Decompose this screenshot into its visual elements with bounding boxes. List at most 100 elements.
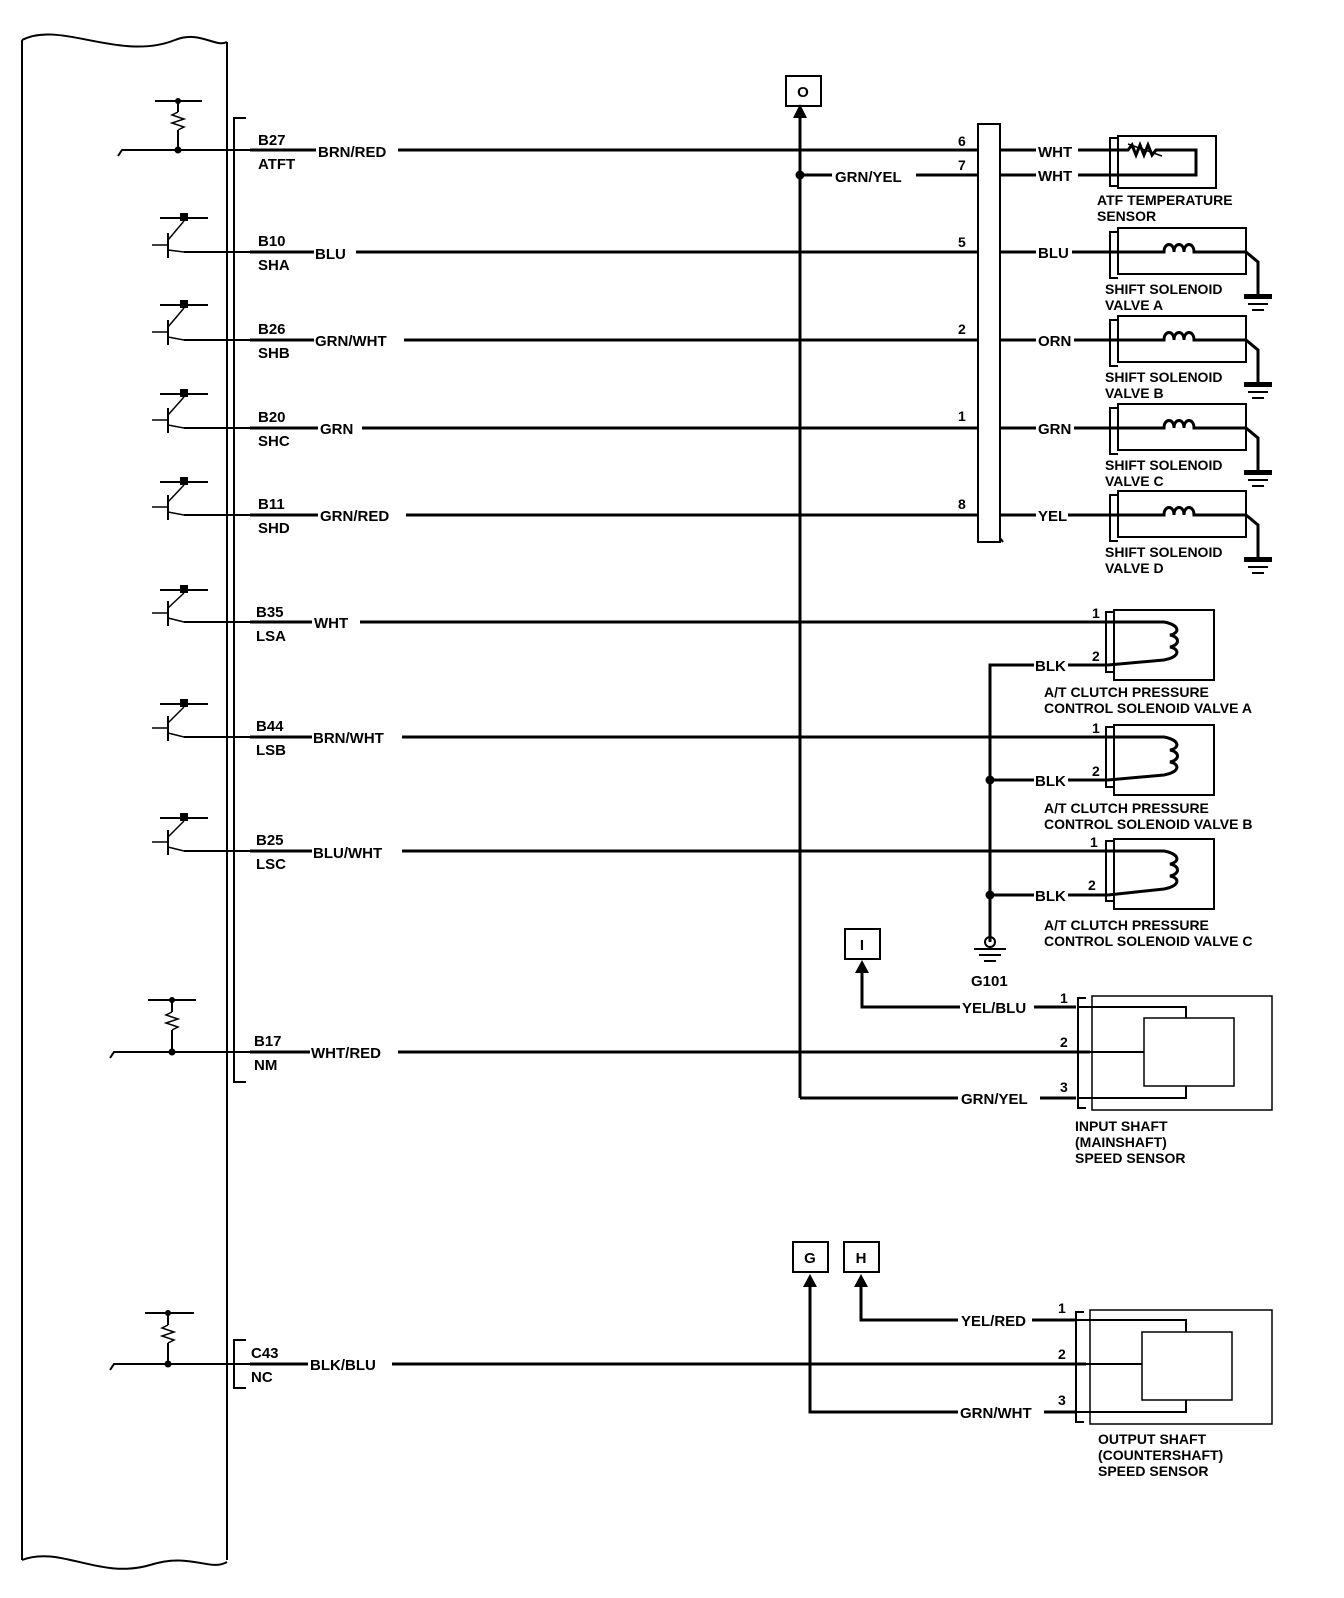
wire-label-blk-c: BLK (1035, 888, 1066, 905)
input-shaft-speed-sensor: YEL/BLU GRN/YEL 1 2 3 INPUT SHAFT (MAINS… (961, 990, 1273, 1166)
input-pin-2: 2 (1060, 1034, 1068, 1050)
input-label-line3: SPEED SENSOR (1075, 1150, 1185, 1166)
lsa-pin-2: 2 (1092, 648, 1100, 664)
signal-nm: NM (254, 1057, 277, 1074)
pin-b25: B25 (256, 832, 284, 849)
shb-label-line1: SHIFT SOLENOID (1105, 369, 1222, 385)
ref-o: O (797, 84, 809, 101)
wire-label-blu-2: BLU (1038, 245, 1069, 262)
harness-pin-7: 7 (958, 157, 966, 173)
driver-transistor-b44 (152, 699, 250, 741)
shd-label-line2: VALVE D (1105, 560, 1164, 576)
shift-solenoid-valve-b: SHIFT SOLENOID VALVE B (1105, 315, 1272, 401)
wire-label-yel-blu: YEL/BLU (962, 1000, 1026, 1017)
wire-label-yel: YEL (1038, 508, 1067, 525)
signal-shd: SHD (258, 520, 290, 537)
atf-temperature-sensor: ATF TEMPERATURE SENSOR (1097, 135, 1233, 224)
wire-label-brn-wht: BRN/WHT (313, 730, 384, 747)
wire-label-blk-blu: BLK/BLU (310, 1357, 376, 1374)
wire-label-grn: GRN (320, 421, 353, 438)
grn-yel-shared-circuit (793, 104, 1076, 1100)
wire-label-grn-yel-bottom: GRN/YEL (961, 1091, 1028, 1108)
output-label-line1: OUTPUT SHAFT (1098, 1431, 1207, 1447)
wire-label-blk-b: BLK (1035, 773, 1066, 790)
input-pin-3: 3 (1060, 1079, 1068, 1095)
input-label-line2: (MAINSHAFT) (1075, 1134, 1167, 1150)
wire-label-orn: ORN (1038, 333, 1071, 350)
wire-label-wht: WHT (314, 615, 348, 632)
atf-sensor-label-line1: ATF TEMPERATURE (1097, 192, 1233, 208)
pin-b35: B35 (256, 604, 284, 621)
driver-transistor-b35 (152, 585, 250, 626)
wire-label-brn-red: BRN/RED (318, 144, 387, 161)
wire-label-grn-2: GRN (1038, 421, 1071, 438)
atf-sensor-label-line2: SENSOR (1097, 208, 1156, 224)
harness-pin-6: 6 (958, 133, 966, 149)
pin-b11: B11 (258, 496, 285, 513)
driver-transistor-b11 (152, 477, 250, 520)
signal-lsa: LSA (256, 628, 286, 645)
lsc-solenoid: 1 2 A/T CLUTCH PRESSURE CONTROL SOLENOID… (1044, 834, 1252, 949)
harness-pin-2: 2 (958, 321, 966, 337)
pin-b17: B17 (254, 1033, 282, 1050)
driver-transistor-b10 (152, 213, 250, 258)
pin-c43: C43 (251, 1345, 279, 1362)
ecm-module (21, 33, 228, 1570)
ref-g: G (804, 1250, 816, 1267)
pullup-resistor-b27 (117, 98, 250, 157)
shift-solenoid-valve-c: SHIFT SOLENOID VALVE C (1105, 403, 1272, 489)
shb-label-line2: VALVE B (1105, 385, 1164, 401)
lsb-solenoid: 1 2 A/T CLUTCH PRESSURE CONTROL SOLENOID… (1044, 720, 1252, 832)
output-pin-2: 2 (1058, 1346, 1066, 1362)
pullup-resistor-b17 (109, 997, 250, 1059)
lsb-pin-1: 1 (1092, 720, 1100, 736)
lsb-label-line1: A/T CLUTCH PRESSURE (1044, 800, 1209, 816)
sha-label-line1: SHIFT SOLENOID (1105, 281, 1222, 297)
lsa-label-line1: A/T CLUTCH PRESSURE (1044, 684, 1209, 700)
output-pin-3: 3 (1058, 1392, 1066, 1408)
wire-label-blk-a: BLK (1035, 658, 1066, 675)
lsb-label-line2: CONTROL SOLENOID VALVE B (1044, 816, 1252, 832)
wire-labels-ecm-side: BRN/RED BLU GRN/WHT GRN GRN/RED WHT BRN/… (310, 144, 902, 1374)
harness-pin-1: 1 (958, 408, 966, 424)
shc-label-line2: VALVE C (1105, 473, 1164, 489)
wire-label-wht-red: WHT/RED (311, 1045, 381, 1062)
driver-transistor-b26 (152, 300, 250, 345)
wire-label-blu-wht: BLU/WHT (313, 845, 382, 862)
output-label-line3: SPEED SENSOR (1098, 1463, 1208, 1479)
input-label-line1: INPUT SHAFT (1075, 1118, 1168, 1134)
wire-label-grn-red: GRN/RED (320, 508, 389, 525)
wire-labels-harness-side: WHT WHT BLU ORN GRN YEL (1038, 144, 1110, 525)
output-label-line2: (COUNTERSHAFT) (1098, 1447, 1223, 1463)
wire-label-grn-wht: GRN/WHT (315, 333, 387, 350)
output-sensor-wires (803, 1274, 1076, 1414)
pullup-resistor-c43 (109, 1310, 250, 1371)
lsc-label-line2: CONTROL SOLENOID VALVE C (1044, 933, 1252, 949)
harness-pin-5: 5 (958, 234, 966, 250)
sha-label-line2: VALVE A (1105, 297, 1163, 313)
shift-solenoid-valve-a: SHIFT SOLENOID VALVE A (1105, 227, 1272, 313)
signal-nc: NC (251, 1369, 273, 1386)
signal-lsb: LSB (256, 742, 286, 759)
wire-label-yel-red: YEL/RED (961, 1313, 1026, 1330)
pin-b44: B44 (256, 718, 284, 735)
signal-atft: ATFT (258, 156, 295, 173)
signal-shc: SHC (258, 433, 290, 450)
harness-connector: 6 7 5 2 1 8 (958, 123, 1036, 543)
wire-label-wht-1: WHT (1038, 144, 1072, 161)
harness-pin-8: 8 (958, 496, 966, 512)
ref-h: H (856, 1250, 867, 1267)
pin-b20: B20 (258, 409, 286, 426)
pin-b10: B10 (258, 233, 286, 250)
driver-transistor-b20 (152, 389, 250, 433)
ecm-pin-labels: B27 ATFT B10 SHA B26 SHB B20 SHC B11 SHD… (251, 132, 295, 1386)
ground-label: G101 (971, 973, 1008, 990)
output-shaft-speed-sensor: YEL/RED GRN/WHT 1 2 3 OUTPUT SHAFT (COUN… (960, 1300, 1273, 1479)
ecm-connector-brackets (233, 117, 246, 1389)
lsa-label-line2: CONTROL SOLENOID VALVE A (1044, 700, 1252, 716)
input-pin-1: 1 (1060, 990, 1068, 1006)
signal-sha: SHA (258, 257, 290, 274)
wire-label-grn-wht-bottom: GRN/WHT (960, 1405, 1032, 1422)
lsc-label-line1: A/T CLUTCH PRESSURE (1044, 917, 1209, 933)
